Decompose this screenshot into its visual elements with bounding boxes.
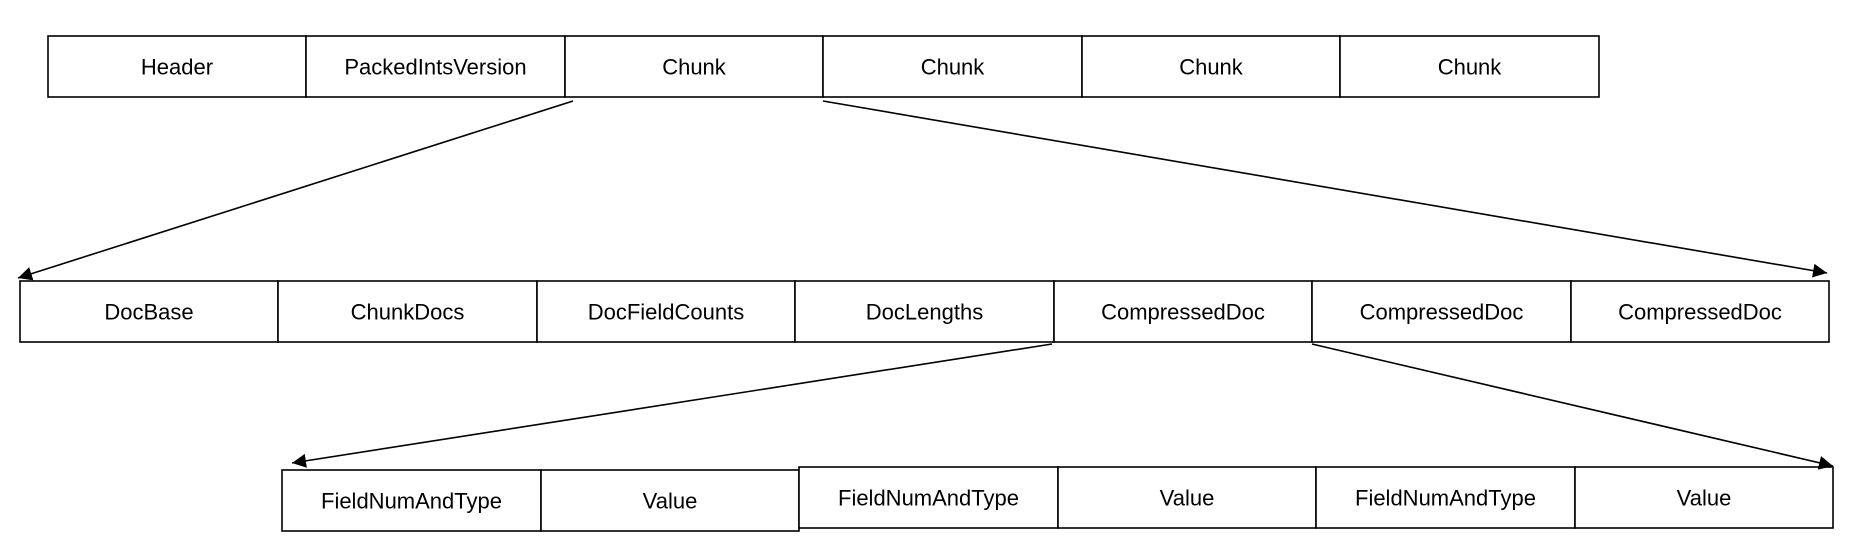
compressed-doc-cell-3: CompressedDoc [1570,280,1830,343]
value-cell-3: Value [1574,466,1834,529]
chunk-row: DocBase ChunkDocs DocFieldCounts DocLeng… [19,280,1830,343]
chunk-cell-4: Chunk [1339,35,1600,98]
field-num-and-type-cell-1: FieldNumAndType [281,469,542,532]
chunk-cell-3: Chunk [1081,35,1341,98]
header-cell-label: Header [141,55,213,80]
doc-lengths-cell-label: DocLengths [866,300,983,325]
value-cell-2-label: Value [1160,486,1215,511]
chunk-expand-left-arrow [17,100,574,281]
chunk-docs-cell-label: ChunkDocs [351,300,465,325]
doc-field-counts-cell-label: DocFieldCounts [588,300,745,325]
field-num-and-type-cell-2-label: FieldNumAndType [838,486,1019,511]
packed-ints-version-cell: PackedIntsVersion [305,35,566,98]
doc-base-cell: DocBase [19,280,279,343]
field-num-and-type-cell-3-label: FieldNumAndType [1355,486,1536,511]
field-num-and-type-cell-3: FieldNumAndType [1315,466,1576,529]
value-cell-2: Value [1057,466,1317,529]
chunk-cell-1-label: Chunk [662,55,727,80]
value-cell-1: Value [540,469,800,532]
doc-lengths-cell: DocLengths [794,280,1055,343]
compressed-doc-cell-3-label: CompressedDoc [1618,300,1782,325]
field-num-and-type-cell-2: FieldNumAndType [798,466,1059,529]
chunk-expansion-arrows [17,100,1828,281]
chunk-cell-4-label: Chunk [1438,55,1503,80]
compressed-doc-cell-1: CompressedDoc [1053,280,1313,343]
chunk-cell-1: Chunk [564,35,824,98]
packed-ints-version-cell-label: PackedIntsVersion [344,55,526,80]
chunk-cell-2-label: Chunk [921,55,986,80]
chunk-docs-cell: ChunkDocs [277,280,538,343]
chunk-cell-3-label: Chunk [1179,55,1244,80]
field-num-and-type-cell-1-label: FieldNumAndType [321,489,502,514]
chunk-expand-right-arrow [822,100,1828,278]
compressed-doc-cell-2: CompressedDoc [1311,280,1572,343]
compressed-doc-cell-2-label: CompressedDoc [1360,300,1524,325]
value-cell-3-label: Value [1677,486,1732,511]
compressed-doc-expand-right-arrow [1311,343,1834,470]
compressed-doc-expansion-arrows [291,343,1834,470]
compressed-doc-expand-left-arrow [291,343,1053,468]
chunk-cell-2: Chunk [822,35,1083,98]
header-cell: Header [47,35,307,98]
value-cell-1-label: Value [643,489,698,514]
doc-field-counts-cell: DocFieldCounts [536,280,796,343]
file-format-row: Header PackedIntsVersion Chunk Chunk Chu… [47,35,1600,98]
compressed-doc-cell-1-label: CompressedDoc [1101,300,1265,325]
doc-base-cell-label: DocBase [104,300,193,325]
compressed-doc-row: FieldNumAndType Value FieldNumAndType Va… [281,466,1834,532]
